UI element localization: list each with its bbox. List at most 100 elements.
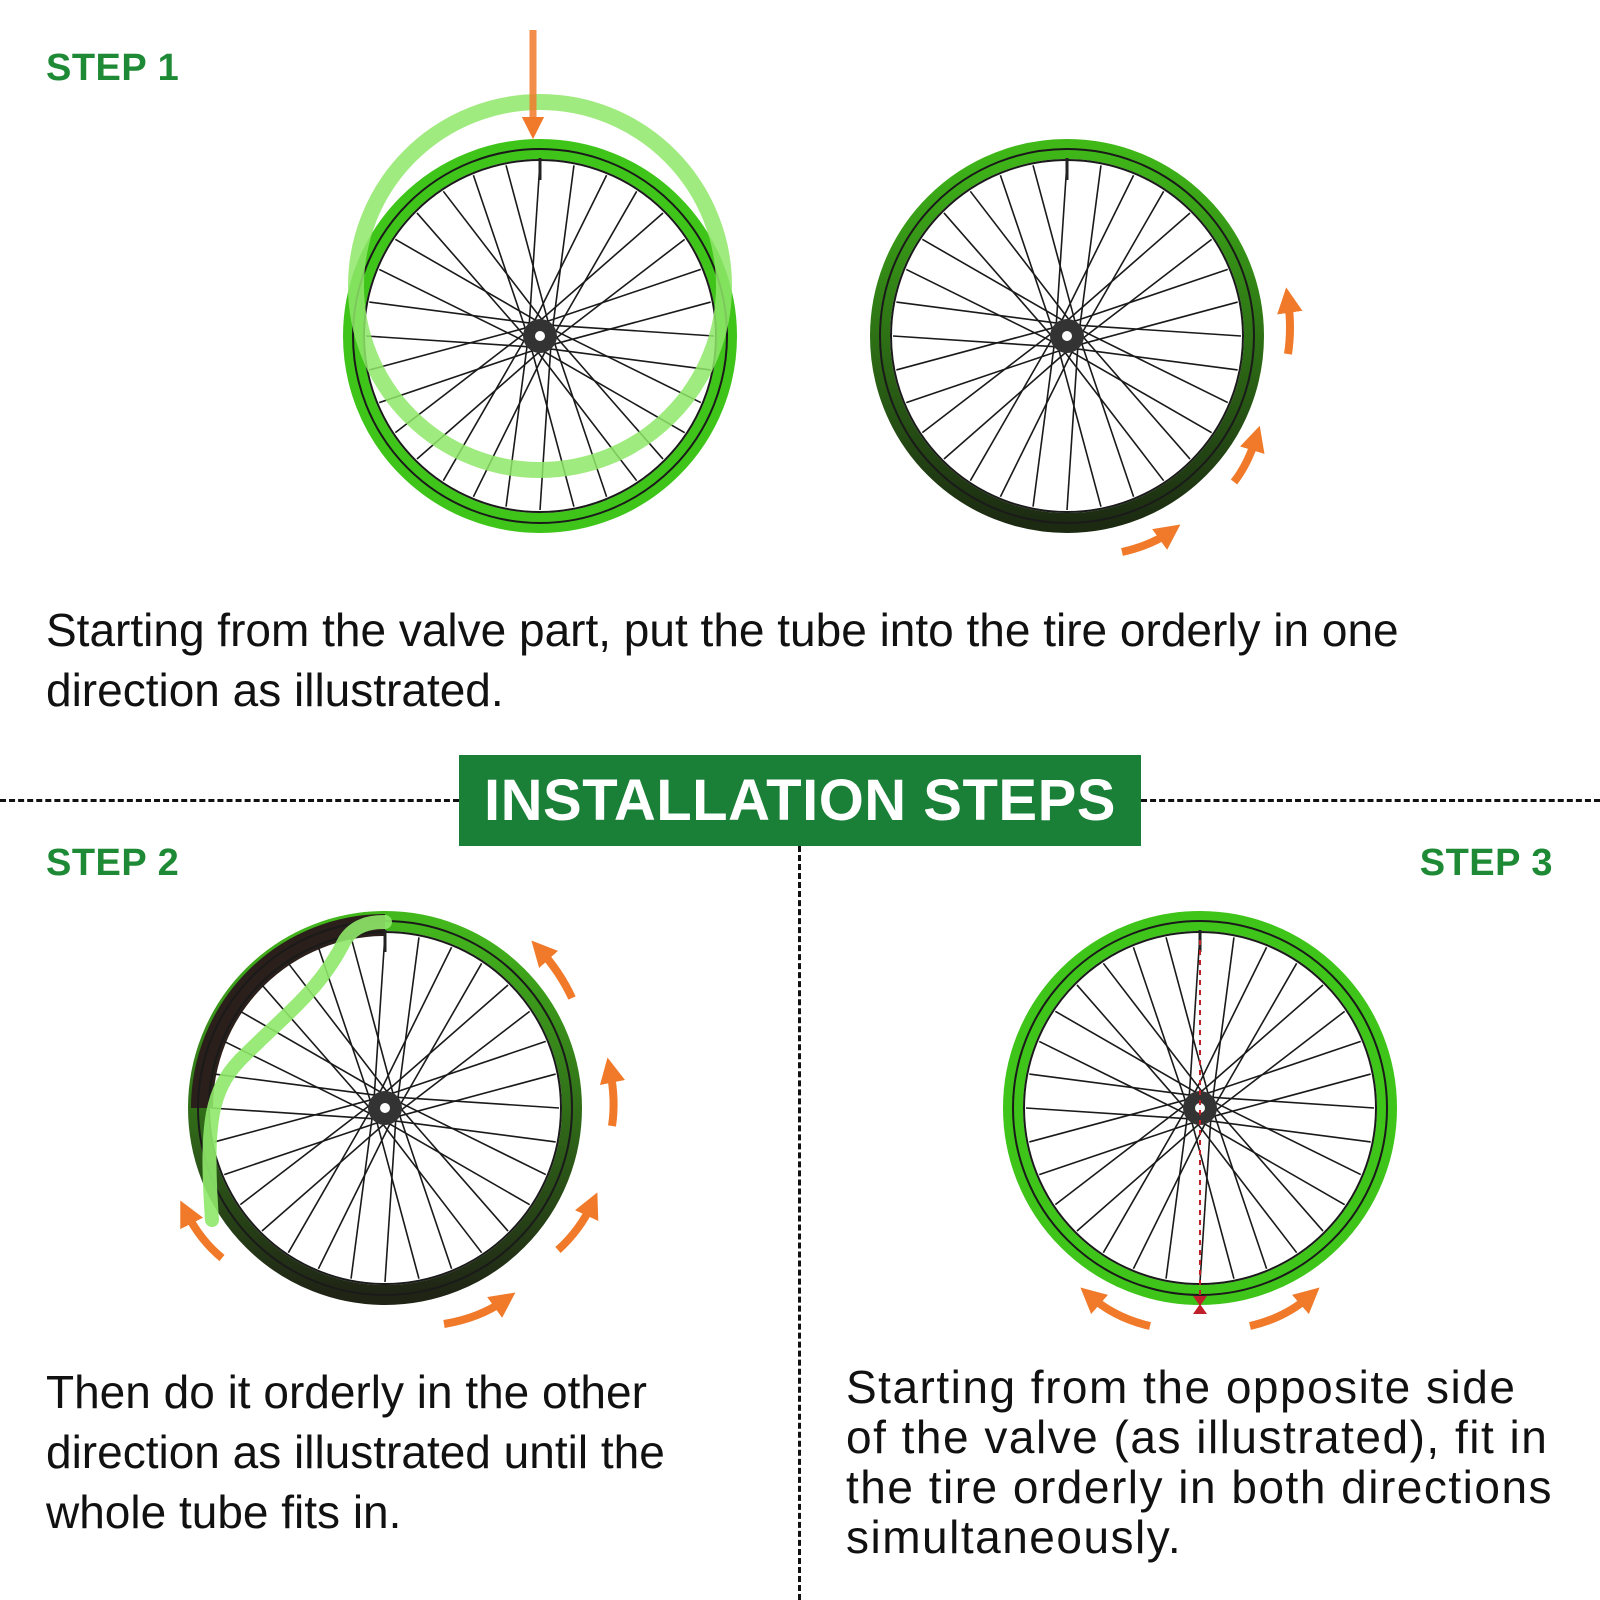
divider-left xyxy=(0,799,459,802)
wheel-spoke xyxy=(396,937,420,1102)
wheel-spoke xyxy=(1079,238,1213,341)
wheel-spoke xyxy=(1080,190,1165,336)
wheel-spoke xyxy=(1057,346,1102,507)
rotate-arrow-icon xyxy=(1080,1287,1151,1330)
wheel-spoke xyxy=(472,174,528,333)
wheel-spoke xyxy=(391,1119,556,1143)
wheel-spoke xyxy=(921,238,1067,323)
rotate-arrow-icon xyxy=(1230,425,1265,485)
wheel-spoke xyxy=(1213,962,1298,1108)
wheel-spoke xyxy=(1077,301,1238,346)
wheel-spoke xyxy=(896,326,1057,371)
wheel-spoke xyxy=(1078,328,1229,404)
wheel-spoke xyxy=(394,238,540,323)
wheel-spoke xyxy=(1076,1121,1203,1232)
wheel-spoke xyxy=(530,346,575,507)
wheel-spoke xyxy=(552,238,686,341)
wheel-spoke xyxy=(1206,1119,1371,1143)
wheel-spoke xyxy=(1165,1114,1189,1279)
wheel-spoke xyxy=(397,1010,531,1113)
rotate-arrow-icon xyxy=(531,940,576,1000)
wheel-spoke xyxy=(1208,1096,1375,1109)
wheel-spoke xyxy=(553,190,638,336)
rotate-arrow-icon xyxy=(555,1192,599,1253)
wheel-spoke xyxy=(1203,1040,1362,1096)
wheel-spoke xyxy=(239,1103,373,1206)
step-3-label: STEP 3 xyxy=(1419,842,1553,884)
wheel-spoke xyxy=(1066,344,1079,511)
wheel-spoke xyxy=(1190,1118,1235,1279)
wheel-spoke xyxy=(550,301,711,346)
divider-vertical xyxy=(798,846,801,1600)
wheel-spoke xyxy=(214,1073,379,1097)
wheel-spoke xyxy=(1080,333,1191,460)
wheel-spoke xyxy=(551,328,702,404)
wheel-spoke xyxy=(369,301,534,325)
wheel-spoke xyxy=(398,1105,509,1232)
wheel-spoke xyxy=(548,324,715,337)
wheel-spoke xyxy=(396,1100,547,1176)
step-3-description: Starting from the opposite side of the v… xyxy=(846,1361,1554,1563)
wheel-spoke xyxy=(543,268,702,324)
wheel-spoke xyxy=(416,212,527,339)
step-1-wheel-b xyxy=(870,139,1303,556)
wheel-spoke xyxy=(1211,1100,1362,1176)
wheel-spoke xyxy=(505,342,529,507)
wheel-spoke xyxy=(377,946,453,1097)
wheel-spoke xyxy=(1102,962,1205,1096)
wheel-spoke xyxy=(1132,1119,1208,1270)
wheel-spoke xyxy=(999,347,1075,498)
wheel-spoke xyxy=(380,1120,483,1254)
wheel-spoke xyxy=(1062,348,1165,482)
wheel-spoke xyxy=(1195,1120,1298,1254)
wheel-spoke xyxy=(350,1114,374,1279)
wheel-spoke xyxy=(1079,339,1135,498)
wheel-spoke xyxy=(505,165,550,326)
step-2-label: STEP 2 xyxy=(46,842,180,884)
rotate-arrow-icon xyxy=(443,1292,516,1328)
wheel-spoke xyxy=(969,190,1072,324)
wheel-spoke xyxy=(892,335,1059,348)
wheel-spoke xyxy=(1032,342,1056,507)
wheel-spoke xyxy=(373,933,386,1100)
wheel-spoke xyxy=(1102,1108,1187,1254)
rotate-arrow-icon xyxy=(1121,524,1181,556)
wheel-spoke xyxy=(1211,937,1235,1102)
wheel-spoke xyxy=(398,962,483,1108)
banner-title: INSTALLATION STEPS xyxy=(484,768,1116,833)
wheel-spoke xyxy=(1188,933,1201,1100)
wheel-spoke xyxy=(896,301,1061,325)
wheel-spoke xyxy=(1078,165,1102,330)
wheel-spoke xyxy=(1059,174,1135,325)
wheel-spoke xyxy=(905,348,1064,404)
wheel-spoke xyxy=(1210,1073,1371,1118)
wheel-spoke xyxy=(1197,984,1324,1095)
step-2-wheel xyxy=(180,911,626,1328)
rotate-arrow-icon xyxy=(599,1057,626,1127)
wheel-spoke xyxy=(384,1116,397,1283)
wheel-spoke xyxy=(1075,324,1242,337)
wheel-spoke xyxy=(472,347,548,498)
wheel-spoke xyxy=(1038,1040,1189,1116)
wheel-spoke xyxy=(539,344,552,511)
tube-outline xyxy=(348,94,732,478)
wheel-spoke xyxy=(1038,1120,1197,1176)
step-3-wheel xyxy=(1003,911,1397,1330)
wheel-spoke xyxy=(239,1010,385,1095)
wheel-spoke xyxy=(1054,1103,1188,1206)
wheel-spoke xyxy=(921,331,1055,434)
wheel-spoke xyxy=(393,1096,560,1109)
wheel-spoke xyxy=(382,984,509,1095)
wheel-spoke xyxy=(369,326,530,371)
rotate-arrow-icon xyxy=(1277,287,1303,355)
wheel-spoke xyxy=(546,347,711,371)
wheel-spoke xyxy=(1073,347,1238,371)
wheel-spoke xyxy=(261,984,372,1111)
rotate-arrow-icon xyxy=(1249,1287,1320,1330)
wheel-spoke xyxy=(551,165,575,330)
tube-outline xyxy=(202,915,392,1227)
wheel-spoke xyxy=(1032,165,1077,326)
wheel-spoke xyxy=(528,161,541,328)
wheel-spoke xyxy=(378,348,537,404)
wheel-spoke xyxy=(395,1073,556,1118)
